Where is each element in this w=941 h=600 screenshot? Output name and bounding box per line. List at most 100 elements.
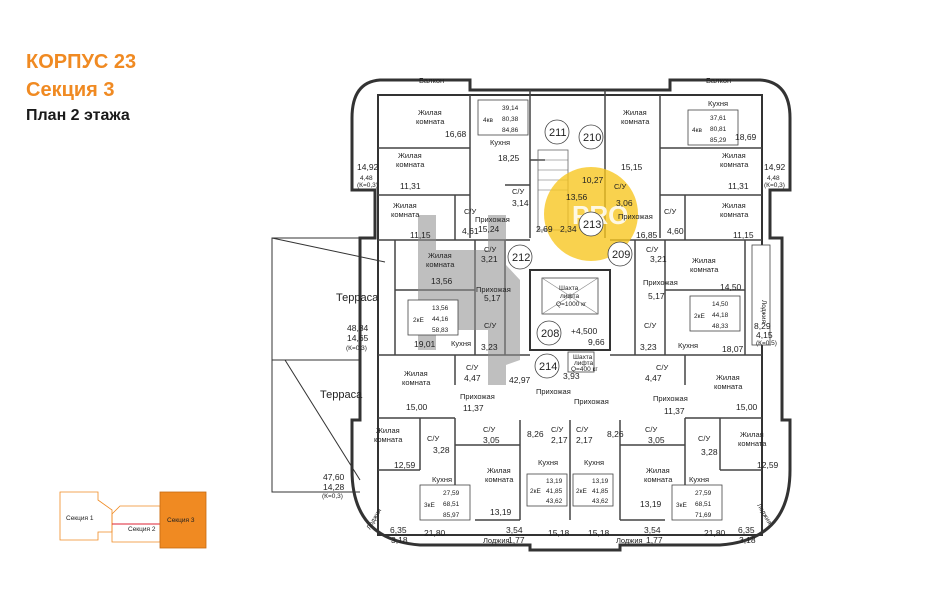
svg-text:15,18: 15,18: [548, 528, 570, 538]
svg-text:Шахта: Шахта: [573, 354, 593, 361]
svg-text:Балкон: Балкон: [419, 76, 444, 85]
section-title: Секция 3: [26, 79, 115, 101]
svg-text:+4,500: +4,500: [571, 326, 598, 336]
section-minimap: Секция 1 Секция 2 Секция 3: [59, 491, 207, 549]
svg-text:С/У: С/У: [645, 425, 658, 434]
loggia-label-br: Лоджия: [755, 503, 773, 527]
svg-text:41,85: 41,85: [592, 488, 609, 495]
svg-text:Кухня: Кухня: [538, 458, 558, 467]
svg-text:11,37: 11,37: [664, 406, 685, 416]
svg-text:9,66: 9,66: [588, 337, 605, 347]
svg-text:Прихожая: Прихожая: [476, 285, 511, 294]
svg-text:Жилая: Жилая: [623, 108, 647, 117]
svg-text:С/У: С/У: [483, 425, 496, 434]
svg-text:15,15: 15,15: [621, 162, 643, 172]
svg-text:Жилая: Жилая: [404, 369, 428, 378]
minimap-section-3: [159, 491, 207, 549]
svg-text:Терраса: Терраса: [320, 389, 363, 401]
svg-text:4кв: 4кв: [483, 117, 493, 124]
svg-text:10,27: 10,27: [582, 175, 604, 185]
svg-text:21,80: 21,80: [424, 528, 446, 538]
svg-text:Лоджия: Лоджия: [616, 536, 643, 545]
svg-text:44,16: 44,16: [432, 316, 449, 323]
svg-text:13,19: 13,19: [546, 478, 563, 485]
svg-text:Жилая: Жилая: [487, 466, 511, 475]
svg-text:Прихожая: Прихожая: [643, 278, 678, 287]
svg-text:37,61: 37,61: [710, 115, 727, 122]
svg-text:Жилая: Жилая: [398, 151, 422, 160]
svg-text:2,17: 2,17: [576, 435, 593, 445]
svg-text:Прихожая: Прихожая: [653, 394, 688, 403]
svg-text:4,47: 4,47: [464, 373, 481, 383]
terrace-outlines: [271, 237, 386, 493]
svg-text:21,80: 21,80: [704, 528, 726, 538]
svg-text:14,28: 14,28: [323, 482, 345, 492]
svg-text:14,50: 14,50: [712, 301, 729, 308]
svg-text:80,38: 80,38: [502, 116, 519, 123]
svg-text:3кЕ: 3кЕ: [424, 502, 435, 509]
svg-text:Секция 1: Секция 1: [66, 515, 94, 522]
svg-text:8,26: 8,26: [527, 429, 544, 439]
svg-text:Балкон: Балкон: [706, 76, 731, 85]
svg-text:лифта: лифта: [574, 360, 594, 367]
svg-text:Секция 2: Секция 2: [128, 526, 156, 533]
svg-text:13,19: 13,19: [640, 499, 662, 509]
svg-text:С/У: С/У: [614, 182, 627, 191]
svg-text:комната: комната: [416, 117, 445, 126]
svg-text:С/У: С/У: [656, 363, 669, 372]
svg-text:Прихожая: Прихожая: [574, 397, 609, 406]
svg-text:12,59: 12,59: [394, 460, 416, 470]
svg-text:2,34: 2,34: [560, 224, 577, 234]
svg-text:48,84: 48,84: [347, 323, 369, 333]
svg-text:4,48: 4,48: [767, 175, 780, 182]
svg-text:84,86: 84,86: [502, 127, 519, 134]
svg-text:3,54: 3,54: [506, 525, 523, 535]
svg-text:3,23: 3,23: [640, 342, 657, 352]
svg-text:С/У: С/У: [646, 245, 659, 254]
svg-text:41,85: 41,85: [546, 488, 563, 495]
svg-text:С/У: С/У: [664, 207, 677, 216]
svg-text:85,29: 85,29: [710, 137, 727, 144]
svg-text:комната: комната: [720, 210, 749, 219]
svg-text:2,17: 2,17: [551, 435, 568, 445]
floor-title: План 2 этажа: [26, 107, 130, 124]
svg-text:2кЕ: 2кЕ: [530, 488, 541, 495]
svg-text:1,77: 1,77: [508, 535, 525, 545]
svg-text:Кухня: Кухня: [708, 99, 728, 108]
svg-text:Прихожая: Прихожая: [618, 212, 653, 221]
svg-text:39,14: 39,14: [502, 105, 519, 112]
svg-text:11,15: 11,15: [410, 230, 431, 240]
svg-text:14,65: 14,65: [347, 333, 369, 343]
svg-text:1,77: 1,77: [646, 535, 663, 545]
svg-text:Терраса: Терраса: [336, 292, 379, 304]
elevator-shaft-small: [567, 351, 595, 373]
svg-text:15,18: 15,18: [588, 528, 610, 538]
apt-number: 210: [583, 132, 601, 144]
svg-text:18,07: 18,07: [722, 344, 744, 354]
svg-text:Жилая: Жилая: [692, 256, 716, 265]
svg-text:4,60: 4,60: [667, 226, 684, 236]
svg-text:14,92: 14,92: [764, 162, 786, 172]
apt-number: 214: [539, 361, 557, 373]
svg-text:(К=0,3): (К=0,3): [322, 493, 343, 500]
svg-text:2кЕ: 2кЕ: [694, 313, 705, 320]
svg-text:18,69: 18,69: [735, 132, 757, 142]
svg-text:14,50: 14,50: [720, 282, 742, 292]
plan-header: КОРПУС 23 Секция 3 План 2 этажа: [26, 48, 136, 128]
svg-text:комната: комната: [374, 435, 403, 444]
svg-text:С/У: С/У: [512, 187, 525, 196]
svg-text:11,37: 11,37: [463, 403, 484, 413]
svg-text:3,28: 3,28: [701, 447, 718, 457]
svg-text:6,35: 6,35: [738, 525, 755, 535]
svg-text:Кухня: Кухня: [490, 138, 510, 147]
svg-text:3,54: 3,54: [644, 525, 661, 535]
watermark-grey-shape: [418, 215, 520, 385]
svg-text:48,33: 48,33: [712, 323, 729, 330]
svg-text:комната: комната: [644, 475, 673, 484]
svg-text:68,51: 68,51: [443, 501, 460, 508]
svg-text:(К=0,3): (К=0,3): [764, 182, 785, 189]
svg-text:8,29: 8,29: [754, 321, 771, 331]
svg-text:2,69: 2,69: [536, 224, 553, 234]
svg-text:44,18: 44,18: [712, 312, 729, 319]
